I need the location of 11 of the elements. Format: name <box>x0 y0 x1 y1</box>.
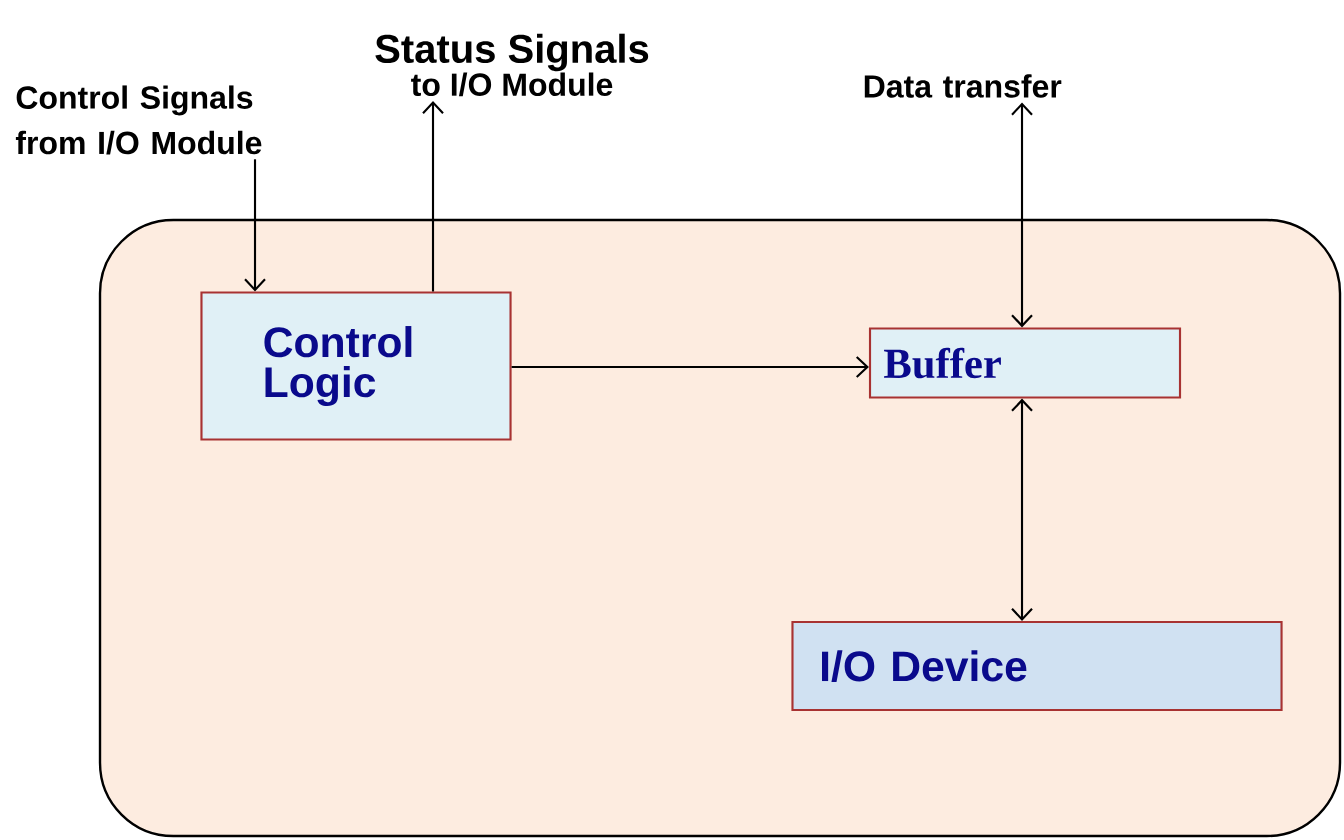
process-box: Control Logic <box>200 291 512 441</box>
arrow <box>511 356 869 378</box>
arrow <box>422 101 444 292</box>
process-box: I/O Device <box>791 620 1283 712</box>
signal-label: Status Signals to I/O Module <box>375 33 649 97</box>
arrow <box>1011 102 1033 328</box>
arrow <box>244 159 266 292</box>
arrow <box>1011 398 1033 621</box>
signal-label: Control Signals from I/O Module <box>15 85 262 155</box>
process-box: Buffer <box>868 327 1182 399</box>
signal-label: Data transfer <box>864 74 1062 98</box>
